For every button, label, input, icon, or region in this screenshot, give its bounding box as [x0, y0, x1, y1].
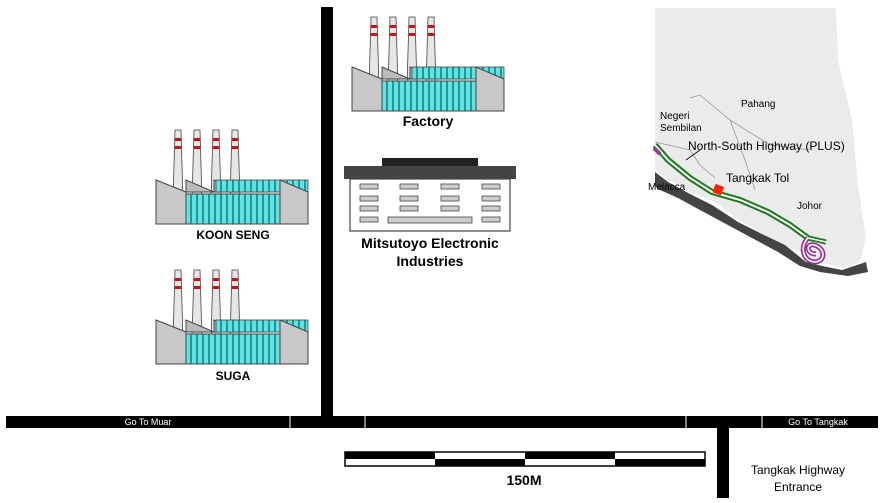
toll-marker — [712, 183, 725, 196]
region-johor: Johor — [797, 201, 823, 212]
factory-top — [351, 16, 505, 112]
region-sembilan: Sembilan — [660, 123, 702, 134]
factory-koon-seng — [155, 129, 309, 225]
factory-suga-label: SUGA — [216, 369, 251, 383]
region-melacca: Melacca — [648, 182, 686, 193]
scale-bar — [344, 451, 706, 467]
toll-label: Tangkak Tol — [726, 171, 789, 185]
road-label-tangkak: Go To Tangkak — [788, 417, 848, 427]
entrance-label-line1: Tangkak Highway — [751, 463, 845, 477]
vertical-road — [321, 7, 333, 417]
scale-bar-label: 150M — [506, 472, 541, 488]
mitsutoyo-label-line1: Mitsutoyo Electronic — [361, 235, 499, 251]
road-label-muar: Go To Muar — [125, 417, 172, 427]
region-negeri: Negeri — [660, 111, 689, 122]
mitsutoyo-building — [344, 158, 516, 232]
entrance-label-line2: Entrance — [774, 480, 822, 494]
mitsutoyo-label-line2: Industries — [397, 253, 464, 269]
factory-top-label: Factory — [403, 113, 454, 129]
factory-koon-seng-label: KOON SENG — [196, 228, 269, 242]
peninsula-land — [655, 8, 866, 268]
roads: Go To Muar Go To Tangkak — [6, 7, 878, 498]
region-pahang: Pahang — [741, 99, 775, 110]
inset-map: Negeri Sembilan Pahang Melacca Johor Nor… — [648, 8, 868, 276]
factory-suga — [155, 269, 309, 365]
highway-label: North-South Highway (PLUS) — [688, 139, 845, 153]
entrance-road — [717, 428, 729, 498]
main-road — [6, 416, 878, 428]
